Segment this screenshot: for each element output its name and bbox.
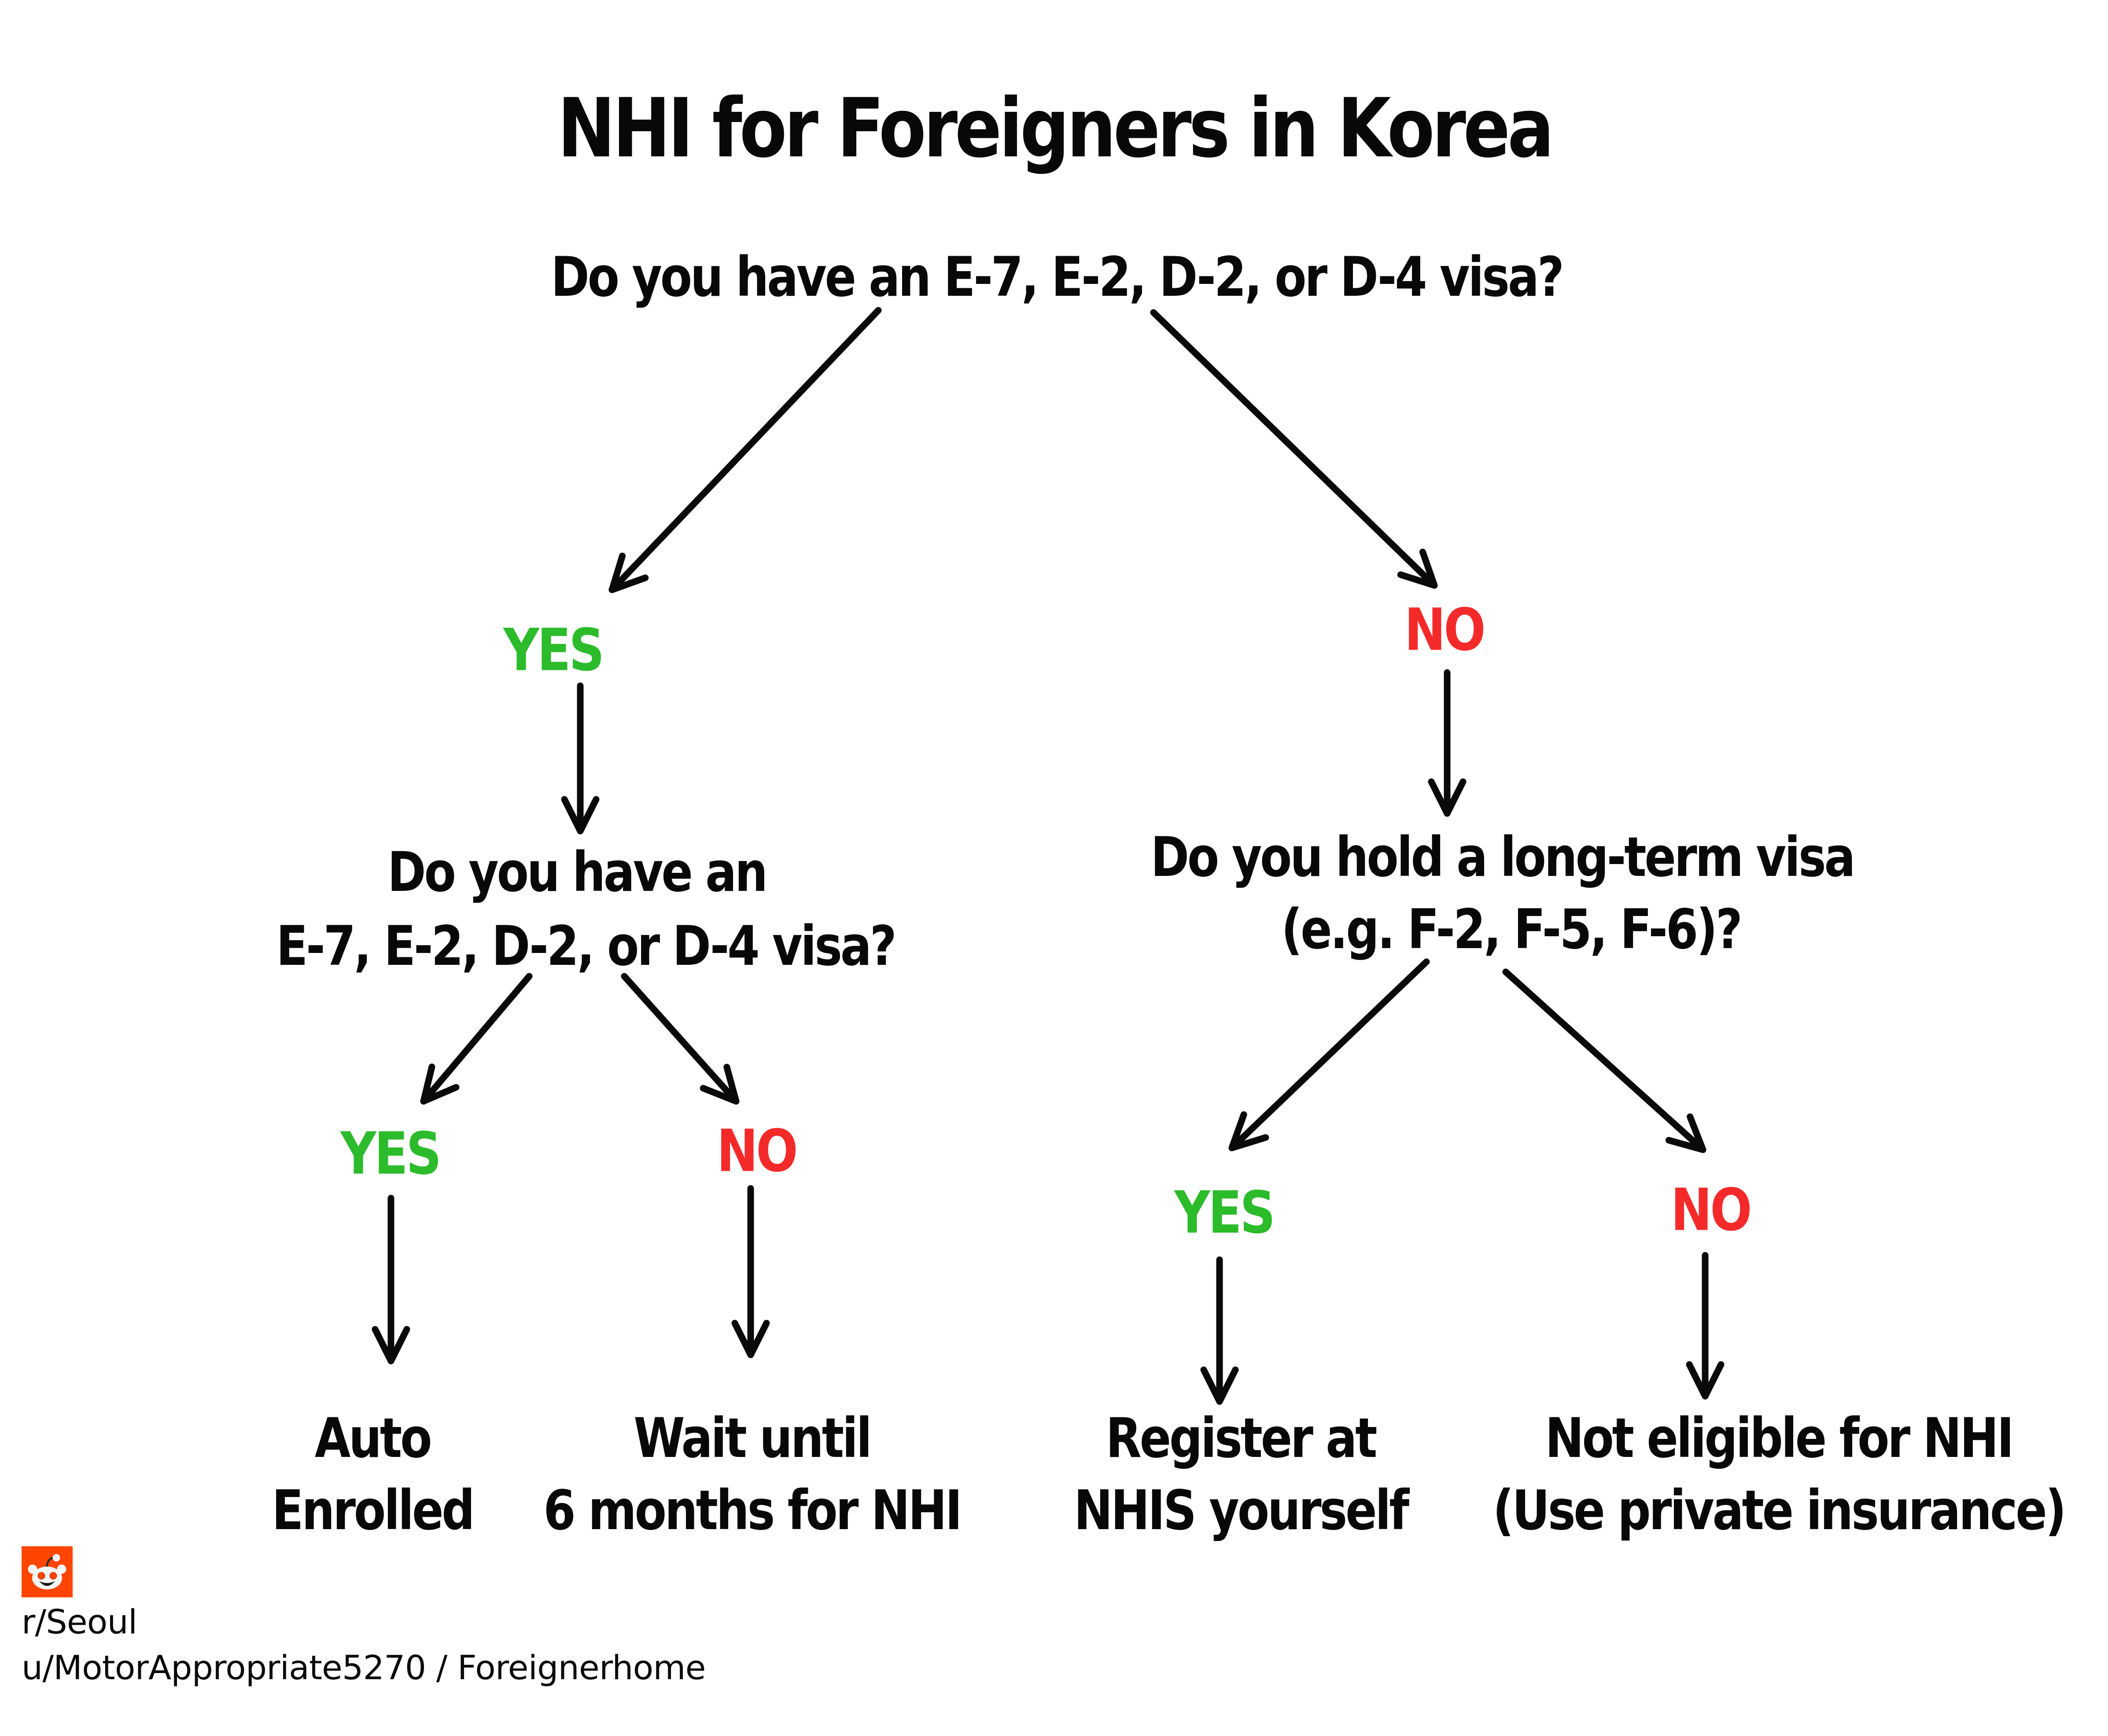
left-question-line2: E-7, E-2, D-2, or D-4 visa? [276, 914, 896, 978]
arrow-root-to-no [1150, 309, 1438, 589]
outcome-register-nhis-line2: NHIS yourself [1074, 1479, 1409, 1542]
outcome-wait-6-months-line2: 6 months for NHI [543, 1479, 962, 1542]
arrow-left-question-to-no [621, 973, 740, 1105]
credit-label: u/MotorAppropriate5270 / Foreignerhome [22, 1648, 706, 1687]
arrow-left-question-to-yes [420, 973, 533, 1105]
outcome-not-eligible-line1: Not eligible for NHI [1545, 1406, 2014, 1470]
right-yes-label: YES [1174, 1179, 1275, 1247]
outcome-auto-enrolled-line2: Enrolled [272, 1479, 475, 1542]
left-yes-label: YES [340, 1120, 442, 1188]
left-question-line1: Do you have an [387, 840, 768, 904]
right-question-line2: (e.g. F-2, F-5, F-6)? [1281, 897, 1743, 961]
root-yes-label: YES [503, 616, 604, 684]
left-no-label: NO [716, 1117, 798, 1185]
right-question-line1: Do you hold a long-term visa [1150, 825, 1856, 889]
arrow-right-question-to-yes [1228, 958, 1430, 1151]
outcome-not-eligible-line2: (Use private insurance) [1493, 1479, 2067, 1542]
right-no-label: NO [1670, 1176, 1752, 1244]
arrow-root-to-yes [608, 307, 882, 593]
outcome-wait-6-months-line1: Wait until [634, 1406, 872, 1470]
outcome-auto-enrolled-line1: Auto [314, 1406, 432, 1470]
arrow-right-question-to-no [1502, 968, 1706, 1153]
root-question: Do you have an E-7, E-2, D-2, or D-4 vis… [551, 245, 1564, 309]
outcome-register-nhis-line1: Register at [1106, 1406, 1378, 1470]
reddit-snoo-icon [22, 1546, 73, 1597]
page-title: NHI for Foreigners in Korea [557, 81, 1554, 176]
subreddit-label: r/Seoul [22, 1602, 137, 1641]
root-no-label: NO [1404, 596, 1486, 664]
